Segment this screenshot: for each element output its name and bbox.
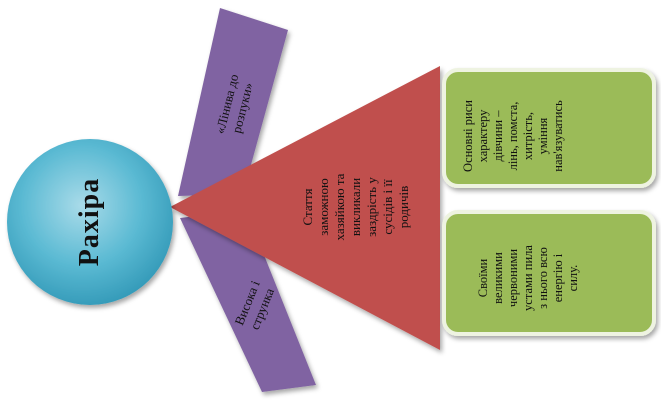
triangle-label: Стаття заможною хазяйкою та викликали за… bbox=[300, 173, 411, 241]
bottom-feature-box bbox=[442, 210, 656, 336]
upper-banner-shape bbox=[178, 8, 288, 196]
central-circle bbox=[7, 139, 173, 305]
triangle-shape bbox=[170, 66, 440, 350]
lower-banner-shape bbox=[180, 210, 316, 392]
top-box-label: Основні риси характеру дівчини – лінь, п… bbox=[460, 100, 565, 172]
top-feature-box bbox=[442, 68, 656, 188]
bottom-box-label: Своїми великими червоними устами пила з … bbox=[475, 245, 580, 311]
center-label: Рахіра bbox=[74, 177, 105, 267]
